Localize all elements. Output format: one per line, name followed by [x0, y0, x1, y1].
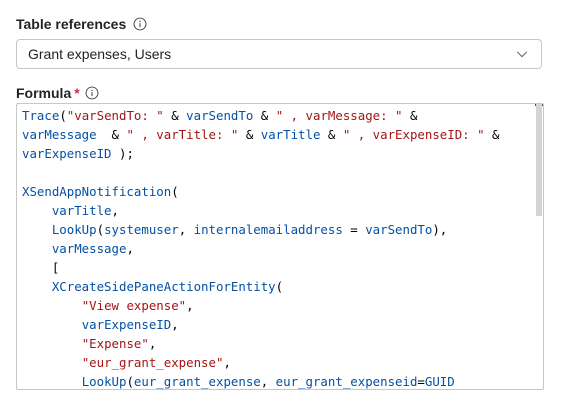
code-line: LookUp(systemuser, internalemailaddress … [22, 220, 500, 239]
code-punctuation: [ [22, 260, 60, 275]
code-punctuation [22, 222, 52, 237]
code-identifier: varMessage [22, 127, 97, 142]
code-string: " , varExpenseID: " [342, 127, 485, 142]
code-line: varExpenseID ); [22, 144, 500, 163]
code-punctuation: = [342, 222, 366, 237]
code-punctuation: , [126, 241, 134, 256]
code-punctuation [22, 203, 52, 218]
code-punctuation: & [320, 127, 343, 142]
info-icon[interactable] [85, 86, 99, 100]
code-punctuation [22, 279, 52, 294]
code-punctuation: , [223, 355, 231, 370]
code-identifier: XCreateSidePaneActionForEntity [51, 279, 276, 294]
code-string: "View expense" [81, 298, 187, 313]
code-line: "eur_grant_expense", [22, 353, 500, 372]
table-references-label-text: Table references [16, 16, 127, 32]
code-punctuation [22, 241, 52, 256]
table-references-selected-value: Grant expenses, Users [28, 46, 172, 62]
code-identifier: eur_grant_expenseid [275, 374, 418, 389]
code-identifier: LookUp [81, 374, 127, 389]
code-punctuation: & [402, 108, 418, 123]
code-identifier: varMessage [51, 241, 127, 256]
code-punctuation: , [171, 317, 179, 332]
code-punctuation [22, 317, 82, 332]
code-identifier: Trace [22, 108, 60, 123]
code-punctuation: , [186, 298, 194, 313]
code-line: varMessage, [22, 239, 500, 258]
code-identifier: systemuser [104, 222, 179, 237]
code-punctuation: ( [171, 184, 179, 199]
code-punctuation [22, 355, 82, 370]
code-identifier: XSendAppNotification [22, 184, 172, 199]
code-identifier: varExpenseID [22, 146, 112, 161]
code-punctuation: ), [432, 222, 448, 237]
code-line: varMessage & " , varTitle: " & varTitle … [22, 125, 500, 144]
code-punctuation: , [111, 203, 119, 218]
code-punctuation: ( [275, 279, 284, 294]
code-line: Trace("varSendTo: " & varSendTo & " , va… [22, 106, 500, 125]
code-string: "varSendTo: " [66, 108, 164, 123]
formula-code[interactable]: Trace("varSendTo: " & varSendTo & " , va… [22, 106, 500, 389]
formula-scrollbar[interactable] [533, 104, 543, 389]
formula-label-text: Formula [16, 85, 72, 101]
chevron-down-icon [516, 51, 528, 58]
code-line: [ [22, 258, 500, 277]
code-identifier: varTitle [51, 203, 112, 218]
code-line: LookUp(eur_grant_expense, eur_grant_expe… [22, 372, 500, 389]
code-identifier: GUID [424, 374, 455, 389]
code-line: "Expense", [22, 334, 500, 353]
table-references-label: Table references [16, 16, 147, 32]
code-punctuation: & [253, 108, 276, 123]
code-identifier: LookUp [51, 222, 97, 237]
code-punctuation [22, 374, 82, 389]
code-identifier: eur_grant_expense [133, 374, 261, 389]
required-marker: * [74, 85, 80, 101]
code-line: varTitle, [22, 201, 500, 220]
info-icon[interactable] [133, 17, 147, 31]
code-punctuation: , [148, 336, 157, 351]
code-identifier: varExpenseID [81, 317, 172, 332]
code-punctuation: ( [59, 108, 67, 123]
code-punctuation: & [163, 108, 187, 123]
code-punctuation: = [417, 374, 425, 389]
code-punctuation: , [178, 222, 194, 237]
code-punctuation: ); [111, 146, 134, 161]
code-identifier: varSendTo [365, 222, 433, 237]
code-line: XCreateSidePaneActionForEntity( [22, 277, 500, 296]
code-punctuation [22, 298, 82, 313]
code-line: XSendAppNotification( [22, 182, 500, 201]
table-references-dropdown[interactable]: Grant expenses, Users [16, 39, 542, 69]
scrollbar-thumb[interactable] [536, 104, 542, 216]
code-line: "View expense", [22, 296, 500, 315]
code-identifier: internalemailaddress [193, 222, 343, 237]
code-punctuation: & [238, 127, 261, 142]
code-string: " , varTitle: " [126, 127, 239, 142]
code-identifier: varTitle [260, 127, 321, 142]
code-identifier: varSendTo [186, 108, 254, 123]
code-punctuation: ( [126, 374, 134, 389]
code-string: " , varMessage: " [275, 108, 403, 123]
code-punctuation: & [96, 127, 127, 142]
formula-editor[interactable]: Trace("varSendTo: " & varSendTo & " , va… [16, 103, 544, 390]
code-line: varExpenseID, [22, 315, 500, 334]
code-string: "Expense" [81, 336, 149, 351]
code-punctuation: & [484, 127, 500, 142]
code-punctuation: , [260, 374, 276, 389]
formula-label: Formula * [16, 85, 99, 101]
code-string: "eur_grant_expense" [81, 355, 224, 370]
code-punctuation [22, 336, 82, 351]
code-punctuation: ( [96, 222, 105, 237]
code-line: ​ [22, 163, 500, 182]
